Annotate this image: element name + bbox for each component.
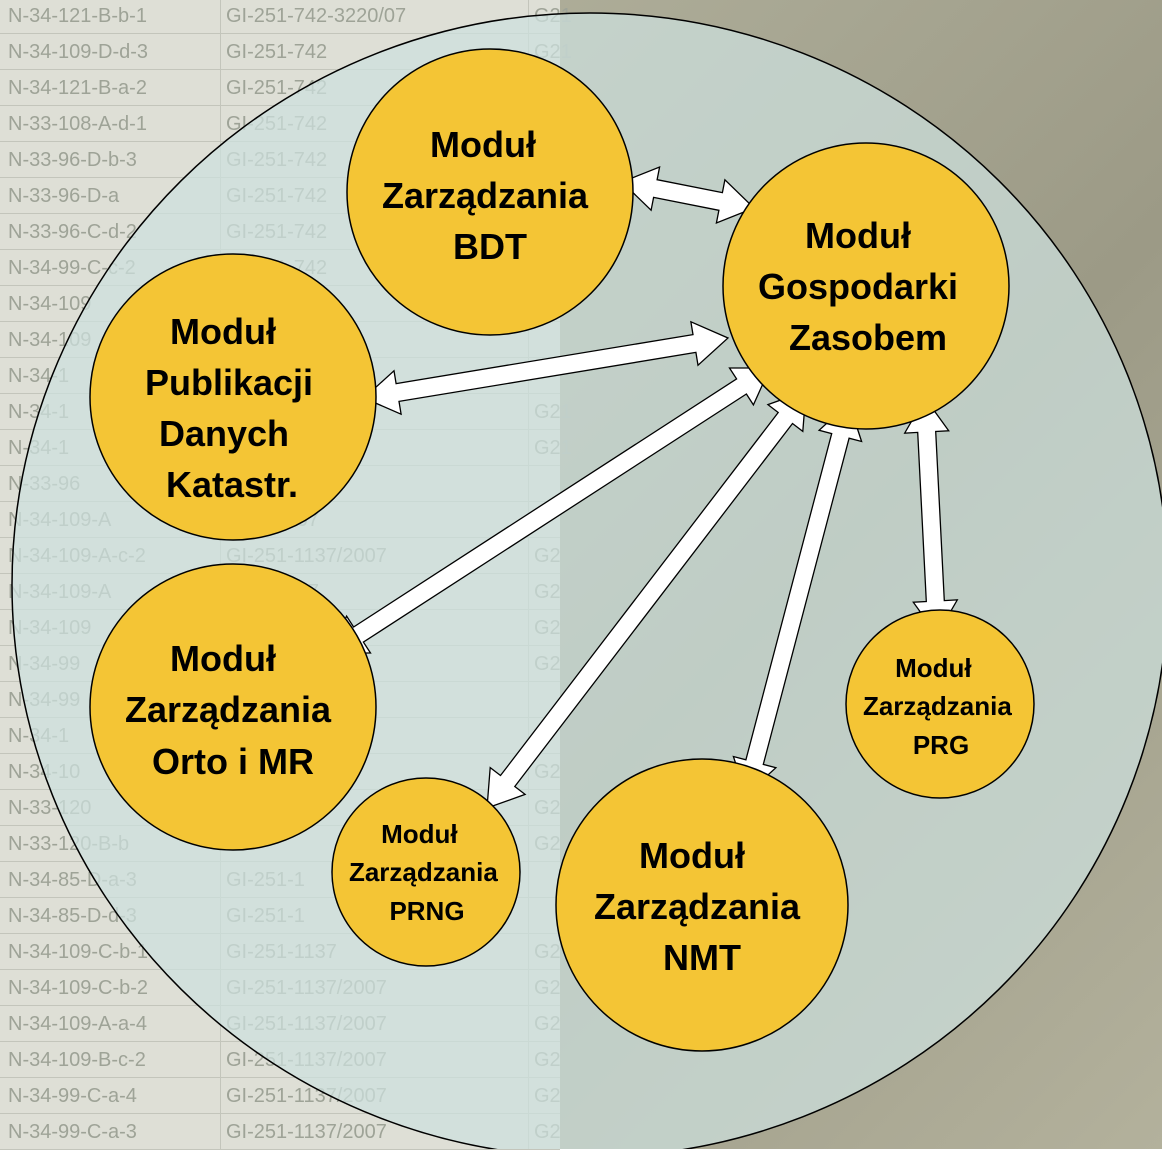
svg-text:Moduł Zarządzania: Moduł Zarządzania Orto i MR xyxy=(125,638,341,782)
module-label-line: Moduł xyxy=(381,819,458,849)
module-label-line: Moduł xyxy=(430,124,536,165)
module-label-line: Zasobem xyxy=(789,317,947,358)
table-cell: GI-251-1137/2007 xyxy=(226,1121,387,1143)
svg-text:Moduł Gospodarki Z: Moduł Gospodarki Zasobem xyxy=(758,215,968,358)
module-label-line: Gospodarki xyxy=(758,266,958,307)
svg-text:Moduł Zarządzania: Moduł Zarządzania PRNG xyxy=(349,819,505,926)
table-cell: N-34-109-B-c-2 xyxy=(8,1049,146,1071)
svg-text:Moduł Zarządzania: Moduł Zarządzania NMT xyxy=(594,835,810,978)
module-circle xyxy=(89,563,377,851)
connections xyxy=(328,165,959,809)
module-circle xyxy=(555,758,849,1052)
module-label-line: Moduł xyxy=(639,835,745,876)
module-label-line: Zarządzania xyxy=(382,175,589,216)
module-label-line: Zarządzania xyxy=(349,857,498,887)
module-label-line: Moduł xyxy=(170,638,276,679)
table-row: N-34-121-B-b-1GI-251-742-3220/07G21 xyxy=(0,0,572,34)
table-cell: N-34-99-C-c-2 xyxy=(8,257,136,279)
table-cell: N-33-96-D-a xyxy=(8,185,120,207)
module-label-line: PRG xyxy=(913,730,969,760)
module-zarzadzania-bdt[interactable]: Moduł Zarządzania BDT xyxy=(346,48,634,336)
module-circle xyxy=(331,777,521,967)
module-label-line: BDT xyxy=(453,226,527,267)
table-cell: N-34-109-D-d-3 xyxy=(8,41,149,63)
table-cell: N-34-85-D-d-3 xyxy=(8,905,137,927)
table-cell: GI-251-742-3220/07 xyxy=(226,5,407,27)
module-label-line: Orto i MR xyxy=(152,741,314,782)
table-cell: N-34-121-B-a-2 xyxy=(8,77,147,99)
svg-text:Moduł Zarządzania: Moduł Zarządzania BDT xyxy=(382,124,598,267)
svg-text:Moduł Zarządzania: Moduł Zarządzania PRG xyxy=(863,653,1019,760)
module-gospodarki-zasobem[interactable]: Moduł Gospodarki Zasobem xyxy=(722,142,1010,430)
table-cell: GI-251-742 xyxy=(226,41,328,63)
table-cell: N-34-99-C-a-4 xyxy=(8,1085,137,1107)
module-label-line: Publikacji xyxy=(145,362,313,403)
table-cell: N-34-121-B-b-1 xyxy=(8,5,147,27)
module-zarzadzania-nmt[interactable]: Moduł Zarządzania NMT xyxy=(555,758,849,1052)
module-circle xyxy=(89,253,377,541)
module-circle xyxy=(845,609,1035,799)
module-label-line: Zarządzania xyxy=(863,691,1012,721)
module-label-line: Moduł xyxy=(895,653,972,683)
table-cell: N-33-96-C-d-2 xyxy=(8,221,137,243)
module-label-line: Moduł xyxy=(170,311,276,352)
module-circle xyxy=(346,48,634,336)
svg-text:Moduł Publikacji D: Moduł Publikacji Danych Katastr. xyxy=(145,311,323,505)
table-cell: N-34-109-C-b-2 xyxy=(8,977,149,999)
module-label-line: NMT xyxy=(663,937,741,978)
module-label-line: Danych xyxy=(159,413,289,454)
arrow-publikacja-gospodarka xyxy=(362,320,730,416)
table-cell: N-34-99-C-a-3 xyxy=(8,1121,137,1143)
module-label-line: Zarządzania xyxy=(125,689,332,730)
table-cell: N-33-96-D-b-3 xyxy=(8,149,137,171)
module-zarzadzania-orto[interactable]: Moduł Zarządzania Orto i MR xyxy=(89,563,377,851)
module-label-line: Katastr. xyxy=(166,464,298,505)
module-label-line: PRNG xyxy=(389,896,464,926)
table-cell: N-34-109-C-b-1 xyxy=(8,941,149,963)
module-zarzadzania-prg[interactable]: Moduł Zarządzania PRG xyxy=(845,609,1035,799)
table-cell: N-34-109 xyxy=(8,293,92,315)
table-cell: N-33-108-A-d-1 xyxy=(8,113,147,135)
module-zarzadzania-prng[interactable]: Moduł Zarządzania PRNG xyxy=(331,777,521,967)
module-label-line: Zarządzania xyxy=(594,886,801,927)
table-cell: N-34-109-A-a-4 xyxy=(8,1013,147,1035)
module-publikacji-danych[interactable]: Moduł Publikacji Danych Katastr. xyxy=(89,253,377,541)
module-circle xyxy=(722,142,1010,430)
module-label-line: Moduł xyxy=(805,215,911,256)
